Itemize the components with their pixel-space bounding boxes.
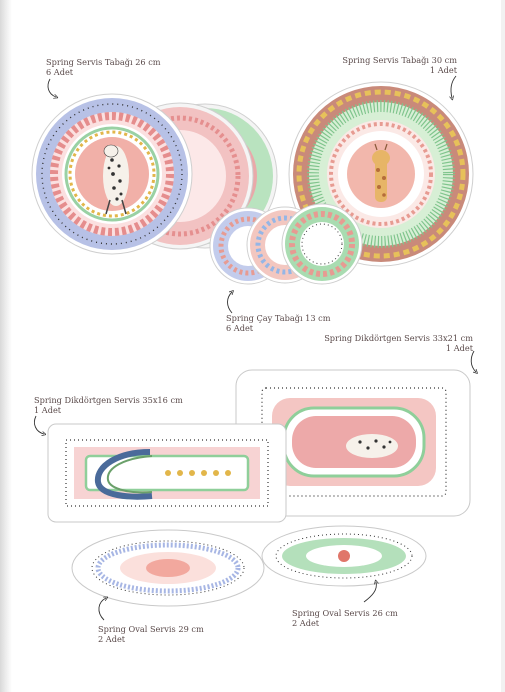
arrow-plate30 xyxy=(451,75,457,98)
label-tea-13: Spring Çay Tabağı 13 cm 6 Adet xyxy=(226,313,331,333)
label-plate-30-name: Spring Servis Tabağı 30 cm xyxy=(342,55,457,65)
label-plate-26-name: Spring Servis Tabağı 26 cm xyxy=(46,57,161,67)
arrow-tea13 xyxy=(227,292,233,314)
label-rect-35-name: Spring Dikdörtgen Servis 35x16 cm xyxy=(34,395,183,405)
label-rect-35-count: 1 Adet xyxy=(34,405,62,415)
label-plate-30-count: 1 Adet xyxy=(429,65,457,75)
oval-platter-26 xyxy=(261,525,427,587)
label-tea-13-name: Spring Çay Tabağı 13 cm xyxy=(226,313,331,323)
rect-tray-35x16 xyxy=(47,423,287,523)
pointer-arrows xyxy=(33,75,476,621)
arrow-oval29 xyxy=(98,598,106,621)
label-plate-26-count: 6 Adet xyxy=(46,67,74,77)
label-oval-29: Spring Oval Servis 29 cm 2 Adet xyxy=(98,624,204,644)
arrow-rect33 xyxy=(470,350,476,372)
arrow-oval26 xyxy=(363,582,376,603)
oval-platter-29 xyxy=(71,529,265,607)
label-plate-26: Spring Servis Tabağı 26 cm 6 Adet xyxy=(46,57,161,77)
label-oval-29-count: 2 Adet xyxy=(98,634,126,644)
label-oval-26: Spring Oval Servis 26 cm 2 Adet xyxy=(292,608,398,628)
page-shadow-left xyxy=(0,0,12,692)
label-oval-26-count: 2 Adet xyxy=(292,618,320,628)
label-plate-30: Spring Servis Tabağı 30 cm 1 Adet xyxy=(342,55,457,75)
page-shadow-right xyxy=(501,0,505,692)
plate-26-front xyxy=(31,93,193,255)
arrow-rect35 xyxy=(33,415,44,434)
tea-plate-3 xyxy=(281,203,363,285)
label-rect-35: Spring Dikdörtgen Servis 35x16 cm 1 Adet xyxy=(34,395,183,415)
label-rect-33: Spring Dikdörtgen Servis 33x21 cm 1 Adet xyxy=(324,333,473,353)
rect-tray-33x21 xyxy=(235,369,471,517)
label-oval-29-name: Spring Oval Servis 29 cm xyxy=(98,624,204,634)
label-tea-13-count: 6 Adet xyxy=(226,323,254,333)
arrow-plate26 xyxy=(47,78,56,97)
label-rect-33-count: 1 Adet xyxy=(445,343,473,353)
label-oval-26-name: Spring Oval Servis 26 cm xyxy=(292,608,398,618)
label-rect-33-name: Spring Dikdörtgen Servis 33x21 cm xyxy=(324,333,473,343)
